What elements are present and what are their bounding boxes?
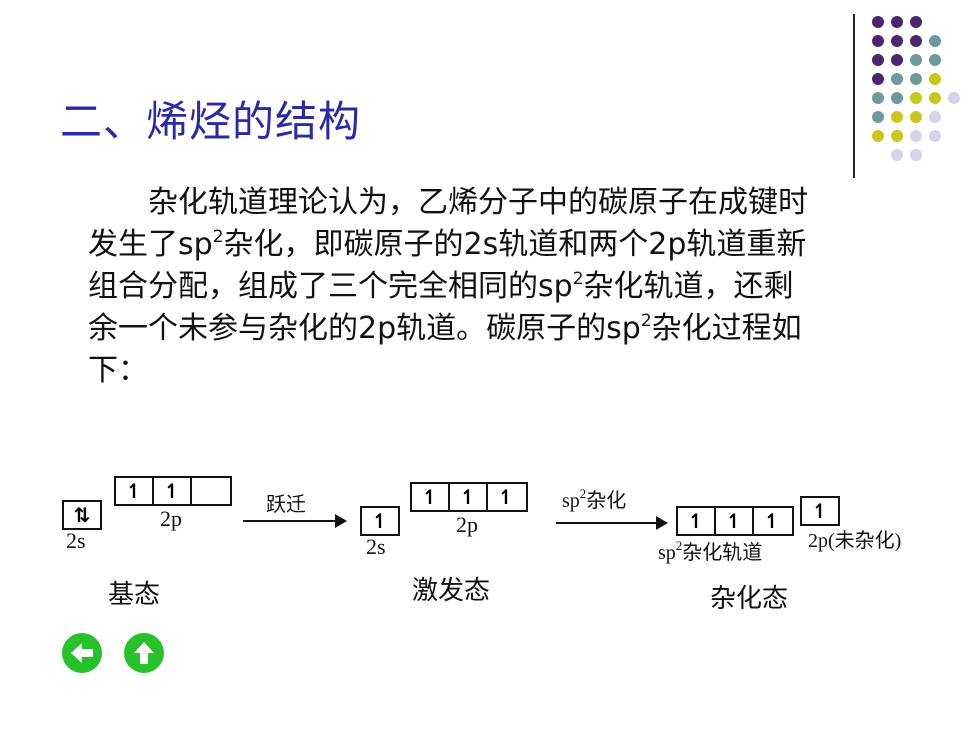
decorative-dot	[910, 16, 922, 28]
body-paragraph: 杂化轨道理论认为，乙烯分子中的碳原子在成键时 发生了sp2杂化，即碳原子的2s轨…	[88, 182, 948, 392]
excited-2s-box: ↿	[360, 506, 400, 536]
up-button[interactable]	[124, 633, 164, 673]
orbital-cell	[192, 478, 228, 504]
hybrid-orbital-label: sp2杂化轨道	[658, 538, 763, 564]
decorative-dot	[891, 35, 903, 47]
slide-title: 二、烯烃的结构	[60, 97, 362, 146]
excited-2s-label: 2s	[366, 534, 386, 559]
transition-arrow	[243, 514, 347, 528]
decorative-vertical-line	[853, 14, 855, 178]
paragraph-line-5: 下：	[88, 353, 148, 388]
decorative-dot	[872, 35, 884, 47]
decorative-dot	[891, 92, 903, 104]
hybrid-state-label: 杂化态	[710, 584, 789, 614]
orbital-cell: ↿	[678, 508, 716, 534]
decorative-dot	[891, 149, 903, 161]
decorative-dot	[910, 35, 922, 47]
orbital-cell: ↿	[116, 478, 154, 504]
decorative-dot	[891, 130, 903, 142]
decorative-dot	[872, 54, 884, 66]
orbital-cell: ↿	[154, 478, 192, 504]
paragraph-line-2: 发生了sp2杂化，即碳原子的2s轨道和两个2p轨道重新	[88, 227, 807, 262]
decorative-dot	[872, 92, 884, 104]
hybrid-orbital-box: ↿ ↿ ↿	[676, 506, 794, 536]
orbital-cell: ↿	[811, 499, 829, 523]
decorative-dot	[872, 16, 884, 28]
ground-2s-label: 2s	[66, 528, 86, 553]
decorative-dot	[910, 130, 922, 142]
orbital-cell: ↿	[450, 484, 488, 510]
decorative-dot	[910, 149, 922, 161]
excited-2p-label: 2p	[456, 512, 478, 537]
decorative-dot	[929, 54, 941, 66]
ground-2s-box: ⇅	[62, 500, 102, 530]
decorative-dot	[929, 111, 941, 123]
hybridization-arrow	[556, 516, 668, 530]
paragraph-line-3: 组合分配，组成了三个完全相同的sp2杂化轨道，还剩	[88, 269, 794, 304]
decorative-dot	[929, 92, 941, 104]
decorative-dot	[891, 73, 903, 85]
decorative-dot	[929, 73, 941, 85]
decorative-dot	[910, 92, 922, 104]
orbital-cell: ↿	[716, 508, 754, 534]
orbital-diagram: ⇅ 2s ↿ ↿ 2p 基态 跃迁 ↿ 2s ↿ ↿ ↿ 2p 激发态 sp2杂…	[0, 470, 980, 620]
paragraph-line-4: 余一个未参与杂化的2p轨道。碳原子的sp2杂化过程如	[88, 311, 802, 346]
orbital-cell: ⇅	[73, 503, 91, 527]
transition-label: 跃迁	[266, 492, 306, 516]
decorative-dot	[891, 16, 903, 28]
ground-2p-box: ↿ ↿	[114, 476, 232, 506]
decorative-dot	[910, 54, 922, 66]
excited-state-label: 激发态	[412, 576, 491, 606]
decorative-dot	[872, 130, 884, 142]
decorative-dot	[891, 111, 903, 123]
arrow-up-icon	[134, 642, 154, 664]
decorative-dot	[872, 111, 884, 123]
unhybridized-2p-label: 2p(未杂化)	[808, 530, 902, 552]
decorative-dot	[929, 130, 941, 142]
ground-state-label: 基态	[108, 580, 161, 610]
decorative-dot	[910, 111, 922, 123]
excited-2p-box: ↿ ↿ ↿	[410, 482, 528, 512]
orbital-cell: ↿	[412, 484, 450, 510]
decorative-dot	[910, 73, 922, 85]
decorative-dot	[929, 35, 941, 47]
orbital-cell: ↿	[371, 509, 389, 533]
arrow-left-icon	[71, 643, 93, 663]
ground-2p-label: 2p	[160, 506, 182, 531]
decorative-dot	[872, 73, 884, 85]
decorative-dot	[891, 54, 903, 66]
orbital-cell: ↿	[763, 509, 781, 533]
orbital-cell: ↿	[497, 485, 515, 509]
hybridization-label: sp2杂化	[562, 486, 627, 512]
back-button[interactable]	[62, 633, 102, 673]
unhybridized-2p-box: ↿	[800, 496, 840, 526]
paragraph-line-1: 杂化轨道理论认为，乙烯分子中的碳原子在成键时	[148, 185, 808, 220]
decorative-dot	[948, 92, 960, 104]
